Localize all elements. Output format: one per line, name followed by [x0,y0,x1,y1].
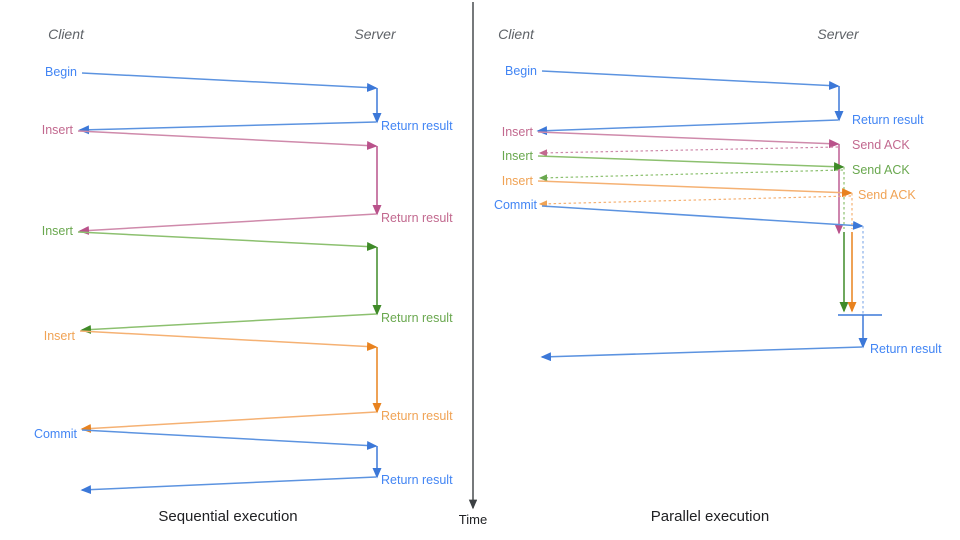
left-arrow-insert-1 [77,130,378,151]
left-msg-label-return-1: Return result [381,119,453,133]
right-arrow-return-1 [536,119,839,136]
right-message-ack-3: Send ACK [538,188,916,208]
right-arrow-return-final [540,346,863,362]
right-msg-label-insert-1: Insert [502,125,534,139]
left-message-return-3: Return result [80,311,453,335]
left-panel-caption: Sequential execution [158,508,297,525]
right-msg-label-begin: Begin [505,64,537,78]
right-message-commit: Commit [494,198,864,230]
right-arrow-insert-2 [537,155,845,172]
left-msg-label-return-5: Return result [381,473,453,487]
left-arrow-insert-2 [77,231,378,252]
left-arrow-begin [81,72,378,93]
left-msg-label-commit: Commit [34,427,78,441]
left-message-insert-1: Insert [42,123,378,151]
left-message-return-2: Return result [78,211,453,235]
right-msg-label-ack-2: Send ACK [852,163,910,177]
left-message-return-4: Return result [80,409,453,433]
left-lane-server-label: Server [354,26,397,42]
left-message-insert-3: Insert [44,329,378,352]
left-msg-label-insert-2: Insert [42,224,74,238]
right-lane-client-label: Client [498,26,535,42]
right-arrow-insert-3 [537,180,853,198]
right-lane-server-label: Server [817,26,860,42]
left-arrow-return-5 [80,476,377,495]
right-message-return-1: Return result [536,113,924,136]
right-arrow-ack-3 [538,195,852,208]
left-msg-label-return-2: Return result [381,211,453,225]
left-message-return-1: Return result [78,119,453,135]
right-arrow-ack-2 [538,169,844,182]
right-msg-label-ack-1: Send ACK [852,138,910,152]
right-msg-label-insert-2: Insert [502,149,534,163]
left-msg-label-return-3: Return result [381,311,453,325]
right-msg-label-insert-3: Insert [502,174,534,188]
left-msg-label-insert-3: Insert [44,329,76,343]
left-arrow-return-4 [80,411,377,433]
left-arrow-return-3 [80,313,377,335]
right-panel-caption: Parallel execution [651,508,769,525]
left-message-return-5: Return result [80,473,453,495]
left-panel-sequential: Client Server Begin Return result Insert… [34,26,453,525]
right-message-begin: Begin [505,64,840,91]
left-arrow-return-1 [78,121,377,135]
left-lane-client-label: Client [48,26,85,42]
right-msg-label-commit: Commit [494,198,538,212]
time-axis-label: Time [459,512,487,527]
time-axis: Time [459,2,487,527]
right-arrow-insert-1 [537,131,840,149]
left-message-commit: Commit [34,427,378,451]
left-msg-label-return-4: Return result [381,409,453,423]
right-arrow-ack-1 [538,146,839,157]
left-arrow-commit [81,429,378,451]
left-message-begin: Begin [45,65,378,93]
right-arrow-begin [541,70,840,91]
right-message-ack-1: Send ACK [538,138,910,157]
right-msg-label-return-final: Return result [870,342,942,356]
right-msg-label-return-1: Return result [852,113,924,127]
left-message-insert-2: Insert [42,224,378,252]
right-message-ack-2: Send ACK [538,163,910,182]
left-arrow-insert-3 [79,330,378,352]
right-panel-parallel: Client Server Begin Return result Insert… [494,26,942,525]
left-msg-label-begin: Begin [45,65,77,79]
right-message-insert-3: Insert [502,174,853,198]
right-arrow-commit [541,205,864,230]
right-message-insert-2: Insert [502,149,845,172]
left-arrow-return-2 [78,213,377,235]
right-message-insert-1: Insert [502,125,840,149]
right-msg-label-ack-3: Send ACK [858,188,916,202]
right-message-return-final: Return result [540,342,942,362]
left-msg-label-insert-1: Insert [42,123,74,137]
